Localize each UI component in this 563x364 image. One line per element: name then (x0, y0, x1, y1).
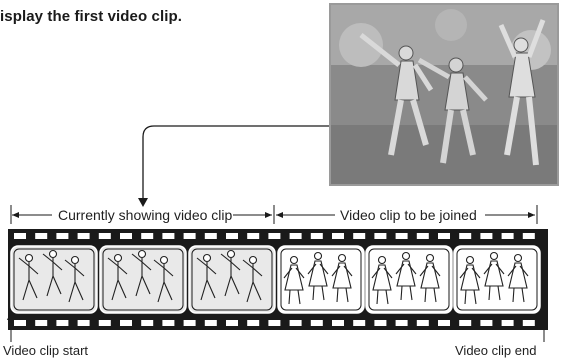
sprocket-hole (226, 320, 238, 326)
clip-start-label: Video clip start (3, 343, 89, 358)
sprocket-hole (395, 233, 408, 239)
dancer-figure (371, 255, 393, 305)
sprocket-hole (353, 320, 366, 326)
sprocket-hole (14, 320, 26, 326)
sprocket-hole (289, 320, 302, 326)
dancer-figure (196, 253, 217, 301)
instruction-heading: isplay the first video clip. (0, 8, 183, 25)
sprocket-hole (247, 233, 260, 239)
dancer-figure (459, 255, 481, 305)
sprocket-hole (289, 233, 302, 239)
sprocket-hole (162, 233, 175, 239)
sprocket-hole (310, 233, 323, 239)
sprocket-hole (77, 233, 90, 239)
sprocket-hole (268, 233, 281, 239)
dancer-figure (507, 253, 529, 303)
sprocket-hole (141, 233, 154, 239)
sprocket-hole (501, 233, 514, 239)
sprocket-hole (522, 233, 535, 239)
film-frame-3 (188, 245, 276, 314)
film-frame-6 (453, 245, 541, 314)
sprocket-hole (98, 320, 111, 326)
dancer-figure (242, 255, 263, 303)
dancer-figure (131, 249, 152, 297)
sprocket-hole (501, 320, 514, 326)
sprocket-hole (332, 233, 344, 239)
sprocket-hole (374, 320, 387, 326)
dancer-figure (483, 251, 505, 301)
film-strip (8, 229, 548, 330)
dancer-figure (283, 255, 305, 305)
sprocket-hole (268, 320, 281, 326)
current-clip-bracket (10, 205, 275, 224)
dancer-figure (42, 249, 63, 297)
dancer-figure (419, 253, 441, 303)
sprocket-hole (480, 320, 493, 326)
sprocket-hole (35, 320, 48, 326)
sprocket-hole (459, 233, 472, 239)
dancer-figure (220, 249, 241, 297)
sprocket-hole (416, 233, 429, 239)
dancer-figure (64, 255, 85, 303)
sprocket-hole (56, 320, 69, 326)
clip-end-label: Video clip end (455, 343, 537, 358)
sprocket-hole (56, 233, 69, 239)
joined-clip-label: Video clip to be joined (340, 207, 477, 223)
sprocket-hole (162, 320, 175, 326)
video-preview-image (329, 3, 559, 186)
dancer-figure (18, 253, 39, 301)
sprocket-hole (204, 320, 217, 326)
film-frame-2 (99, 245, 187, 314)
sprocket-hole (310, 320, 323, 326)
current-clip-label: Currently showing video clip (58, 207, 233, 223)
dancer-figure (153, 255, 174, 303)
film-frame-4 (277, 245, 365, 314)
film-frame-1 (10, 245, 98, 314)
sprocket-hole (183, 233, 196, 239)
dancer-figure (307, 251, 329, 301)
sprocket-hole (204, 233, 217, 239)
sprocket-hole (332, 320, 344, 326)
sprocket-hole (226, 233, 238, 239)
sprocket-hole (522, 320, 535, 326)
sprocket-hole (14, 233, 26, 239)
sprocket-hole (459, 320, 472, 326)
sprocket-hole (438, 320, 450, 326)
sprocket-hole (438, 233, 450, 239)
sprocket-hole (35, 233, 48, 239)
sprocket-hole (120, 233, 132, 239)
sprocket-hole (395, 320, 408, 326)
sprocket-hole (77, 320, 90, 326)
sprocket-hole (374, 233, 387, 239)
sprocket-hole (480, 233, 493, 239)
sprocket-hole (416, 320, 429, 326)
sprocket-hole (120, 320, 132, 326)
dancer-figure (395, 251, 417, 301)
sprocket-hole (247, 320, 260, 326)
joined-clip-bracket (276, 205, 538, 224)
sprocket-hole (141, 320, 154, 326)
sprocket-hole (353, 233, 366, 239)
film-frame-5 (365, 245, 453, 314)
dancer-figure (331, 253, 353, 303)
sprocket-hole (183, 320, 196, 326)
dancer-figure (107, 253, 128, 301)
sprocket-hole (98, 233, 111, 239)
